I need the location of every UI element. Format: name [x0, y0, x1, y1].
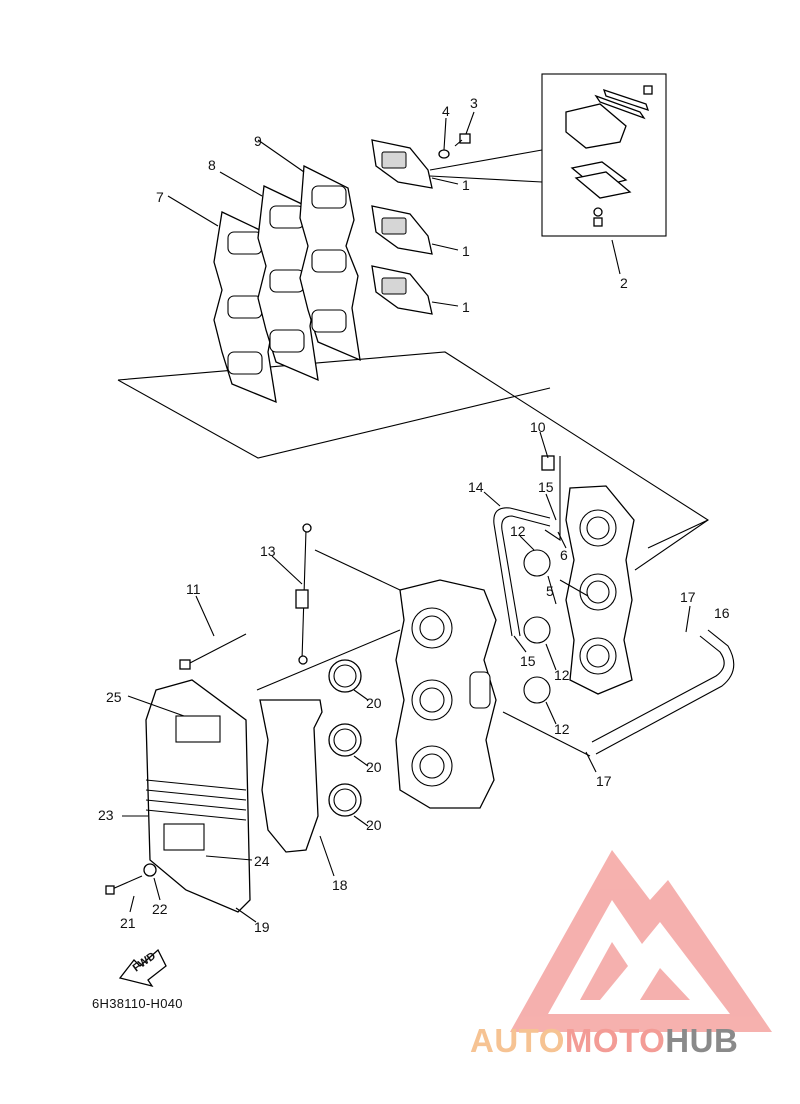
callout-2: 2: [620, 275, 628, 291]
o-ring-12a: [523, 549, 551, 577]
intake-manifold: [541, 455, 635, 695]
leader-lines: [122, 111, 691, 923]
carburetor-group: FWD: [105, 455, 735, 988]
callout-16: 16: [714, 605, 730, 621]
washer-22: [143, 863, 157, 877]
brand-auto: AUTO: [470, 1022, 565, 1059]
callout-7: 7: [156, 189, 164, 205]
screw-3: [454, 133, 471, 147]
plate-18: [259, 699, 323, 853]
gasket-9: [299, 164, 361, 362]
callout-20c: 20: [366, 817, 382, 833]
callout-13: 13: [260, 543, 276, 559]
fwd-arrow-icon: FWD: [118, 948, 167, 988]
callout-1a: 1: [462, 177, 470, 193]
callout-21: 21: [120, 915, 136, 931]
callout-14: 14: [468, 479, 484, 495]
callout-4: 4: [442, 103, 450, 119]
callout-1c: 1: [462, 299, 470, 315]
callout-15b: 15: [520, 653, 536, 669]
reed-detail-exploded: [565, 85, 653, 227]
reed-valve-1c: [371, 265, 433, 315]
callout-12a: 12: [510, 523, 526, 539]
callout-17b: 17: [596, 773, 612, 789]
reed-valve-1b: [371, 205, 433, 255]
drawing-code: 6H38110-H040: [92, 996, 183, 1011]
callout-15a: 15: [538, 479, 554, 495]
detail-box-2: [541, 73, 667, 237]
gasket-7: [213, 211, 277, 404]
callout-17a: 17: [680, 589, 696, 605]
callout-25: 25: [106, 689, 122, 705]
washer-4: [438, 149, 450, 159]
reed-valve-1a: [371, 139, 433, 189]
callout-12c: 12: [554, 721, 570, 737]
callout-8: 8: [208, 157, 216, 173]
silencer-cover-19: [145, 679, 251, 913]
bolt-21: [105, 875, 143, 895]
o-ring-12b: [523, 616, 551, 644]
callout-1b: 1: [462, 243, 470, 259]
o-ring-12c: [523, 676, 551, 704]
bolt-11: [179, 633, 247, 670]
watermark-brand: AUTOMOTOHUB: [470, 1022, 738, 1060]
reed-valve-group: [117, 73, 709, 571]
callout-20a: 20: [366, 695, 382, 711]
callout-5: 5: [546, 583, 554, 599]
callout-23: 23: [98, 807, 114, 823]
callout-20b: 20: [366, 759, 382, 775]
callout-9: 9: [254, 133, 262, 149]
callout-24: 24: [254, 853, 270, 869]
callout-11: 11: [186, 581, 201, 597]
callouts: 1 1 1 2 3 4 5 6 7 8 9 10 11 12 12 12 13 …: [98, 95, 730, 935]
brand-hub: HUB: [665, 1022, 739, 1059]
brand-moto: MOTO: [564, 1022, 666, 1059]
hose-14: [493, 507, 551, 637]
callout-10: 10: [530, 419, 546, 435]
callout-12b: 12: [554, 667, 570, 683]
callout-19: 19: [254, 919, 270, 935]
link-rod-13: [295, 523, 312, 665]
watermark-logo-icon: [510, 850, 772, 1032]
callout-3: 3: [470, 95, 478, 111]
callout-18: 18: [332, 877, 348, 893]
callout-22: 22: [152, 901, 168, 917]
carburetor-body: [395, 579, 497, 809]
hose-16: [591, 629, 735, 755]
callout-6: 6: [560, 547, 568, 563]
